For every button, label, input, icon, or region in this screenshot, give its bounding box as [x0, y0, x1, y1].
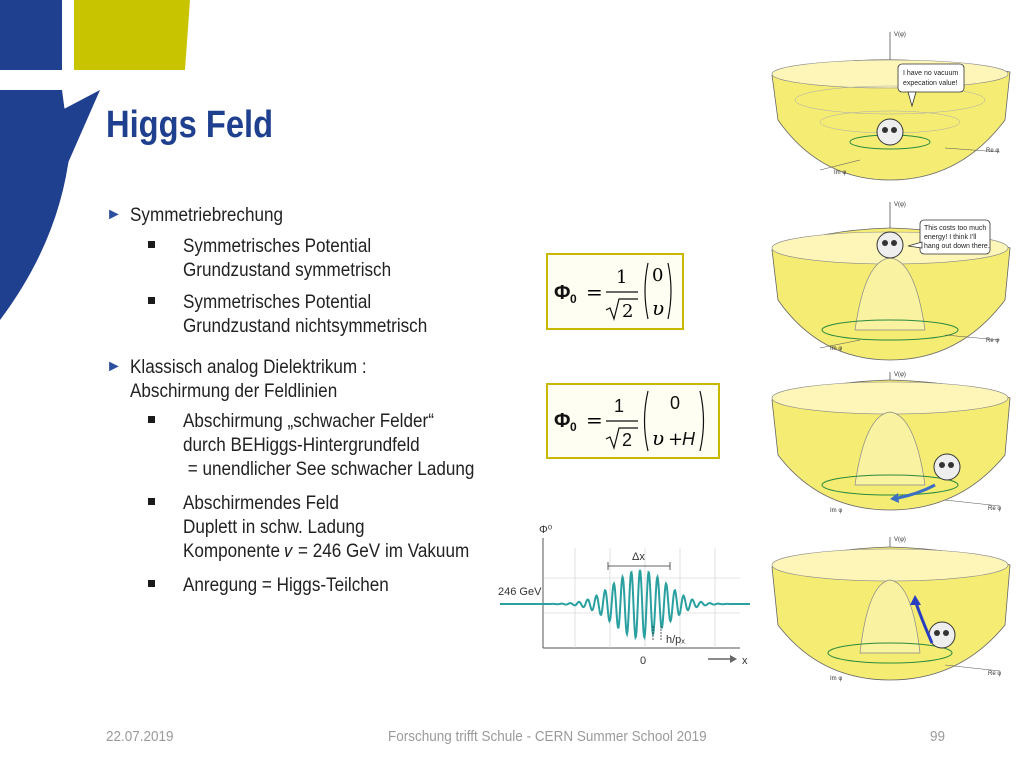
climb-arrow-icon — [914, 602, 934, 644]
formula-2-num: 1 — [614, 396, 624, 416]
bullet-2-2-line-2: Duplett in schw. Ladung — [183, 517, 365, 538]
paren-left-icon — [643, 390, 649, 452]
square-bullet-icon — [148, 241, 155, 248]
bullet-2-1-line-2: durch BEHiggs-Hintergrundfeld — [183, 435, 420, 456]
axis-im-label: Im φ — [830, 676, 842, 682]
sqrt-icon — [605, 298, 638, 322]
bullet-1-1-line-2: Grundzustand symmetrisch — [183, 260, 392, 281]
ball-icon — [928, 621, 956, 649]
footer-center: Forschung trifft Schule - CERN Summer Sc… — [388, 728, 707, 745]
ball-icon — [876, 118, 904, 146]
formula-1-sub: 0 — [570, 292, 577, 306]
bullet-1-2-line-2: Grundzustand nichtsymmetrisch — [183, 316, 428, 337]
wave-packet-figure: Φ⁰ 246 GeV Δx h/pₓ 0 x — [498, 524, 750, 667]
speech-bubble-2 — [919, 219, 991, 255]
potential-figures: V(φ) I have no vacuum expecation value! … — [771, 32, 1011, 682]
axis-re-label: Re φ — [988, 671, 1001, 677]
square-bullet-icon — [148, 580, 155, 587]
axis-im-label: Im φ — [834, 170, 846, 176]
formula-1-num: 1 — [616, 267, 627, 288]
footer-page-number: 99 — [930, 728, 946, 745]
bullet-1-1-line-1: Symmetrisches Potential — [183, 236, 372, 257]
formula-1-den: 2 — [622, 301, 633, 322]
axis-re-label: Re φ — [988, 506, 1001, 512]
bubble-2-line-2: energy! I think I'll — [924, 234, 977, 241]
formula-2-bottom-a: υ — [652, 426, 664, 450]
formula-1-lhs: Φ — [554, 282, 570, 304]
bubble-1-line-2: expecation value! — [903, 80, 958, 87]
bullet-arrow-icon: ► — [106, 206, 122, 223]
axis-re-label: Re φ — [986, 338, 999, 344]
square-bullet-icon — [148, 416, 155, 423]
sqrt-icon — [605, 427, 638, 451]
page-title: Higgs Feld — [106, 104, 274, 146]
wave-packet-line — [500, 569, 750, 641]
paren-left-icon — [644, 262, 649, 320]
formula-1-top: 0 — [652, 265, 663, 286]
square-bullet-icon — [148, 498, 155, 505]
bullet-2-line-2: Abschirmung der Feldlinien — [130, 381, 338, 402]
formula-2-eq: = — [586, 408, 603, 432]
bubble-2-line-1: This costs too much — [924, 225, 986, 232]
deco-yellow-block — [74, 0, 190, 70]
footer-date: 22.07.2019 — [106, 728, 174, 745]
wave-level-label: 246 GeV — [498, 586, 542, 598]
axis-v-label: V(φ) — [894, 32, 906, 38]
formula-2-bottom-b: H — [682, 429, 696, 449]
formula-2-lhs: Φ — [554, 410, 570, 432]
paren-right-icon — [699, 390, 705, 452]
bullet-2-3-line-1: Anregung = Higgs-Teilchen — [183, 575, 389, 596]
wave-width-label: h/pₓ — [666, 634, 685, 646]
bullet-2-line-1: Klassisch analog Dielektrikum : — [130, 357, 367, 378]
paren-right-icon — [667, 262, 672, 320]
axis-re-label: Re φ — [986, 148, 999, 154]
axis-im-label: Im φ — [830, 346, 842, 352]
deco-blue-curve — [0, 90, 70, 320]
bubble-1-line-1: I have no vacuum — [903, 70, 958, 77]
potential-panel-1: V(φ) I have no vacuum expecation value! … — [771, 32, 1011, 181]
bullet-2-2-line-3: Komponente 𝜈 = 246 GeV im Vakuum — [183, 541, 470, 562]
wave-dx-label: Δx — [632, 551, 645, 563]
axis-im-label: Im φ — [830, 508, 842, 514]
ball-icon — [933, 453, 961, 481]
bullet-2-2-line-1: Abschirmendes Feld — [183, 493, 339, 514]
formula-2-top: 0 — [670, 393, 680, 413]
potential-panel-4: V(φ) Re φ Im φ — [771, 537, 1011, 682]
formula-2-sub: 0 — [570, 420, 577, 434]
corner-decoration — [0, 0, 190, 320]
bullet-arrow-icon: ► — [106, 358, 122, 375]
bullet-2-1-line-1: Abschirmung „schwacher Felder“ — [183, 411, 434, 432]
square-bullet-icon — [148, 297, 155, 304]
formula-2-den: 2 — [622, 430, 632, 450]
formula-box-1: Φ 0 = 1 2 0 υ — [546, 253, 684, 330]
bullet-1-2-line-1: Symmetrisches Potential — [183, 292, 372, 313]
deco-blue-block-top — [0, 0, 62, 70]
bullet-1-text: Symmetriebrechung — [130, 205, 284, 226]
x-arrow-head-icon — [730, 655, 737, 663]
potential-panel-2: V(φ) This costs too much energy! I think… — [771, 202, 1011, 361]
speech-bubble-1 — [897, 63, 965, 93]
bubble-2-line-3: hang out down there. — [924, 243, 990, 250]
ball-icon — [876, 231, 904, 259]
wave-ylabel: Φ⁰ — [539, 524, 553, 536]
formula-2: Φ 0 = 1 2 0 υ + H — [554, 390, 705, 452]
rotation-arrow-icon — [897, 483, 936, 500]
bullet-2-1-line-3: = unendlicher See schwacher Ladung — [183, 459, 475, 480]
formula-1-eq: = — [586, 280, 603, 304]
axis-v-label: V(φ) — [894, 537, 906, 543]
formula-1: Φ 0 = 1 2 0 υ — [554, 262, 672, 322]
formula-2-plus: + — [668, 429, 683, 450]
formula-box-2: Φ 0 = 1 2 0 υ + H — [546, 383, 720, 459]
axis-v-label: V(φ) — [894, 372, 906, 378]
wave-origin-label: 0 — [640, 655, 646, 667]
formula-1-bottom: υ — [652, 296, 664, 320]
wave-xlabel: x — [742, 655, 748, 667]
axis-v-label: V(φ) — [894, 202, 906, 208]
potential-panel-3: V(φ) Re φ Im φ — [771, 372, 1011, 514]
